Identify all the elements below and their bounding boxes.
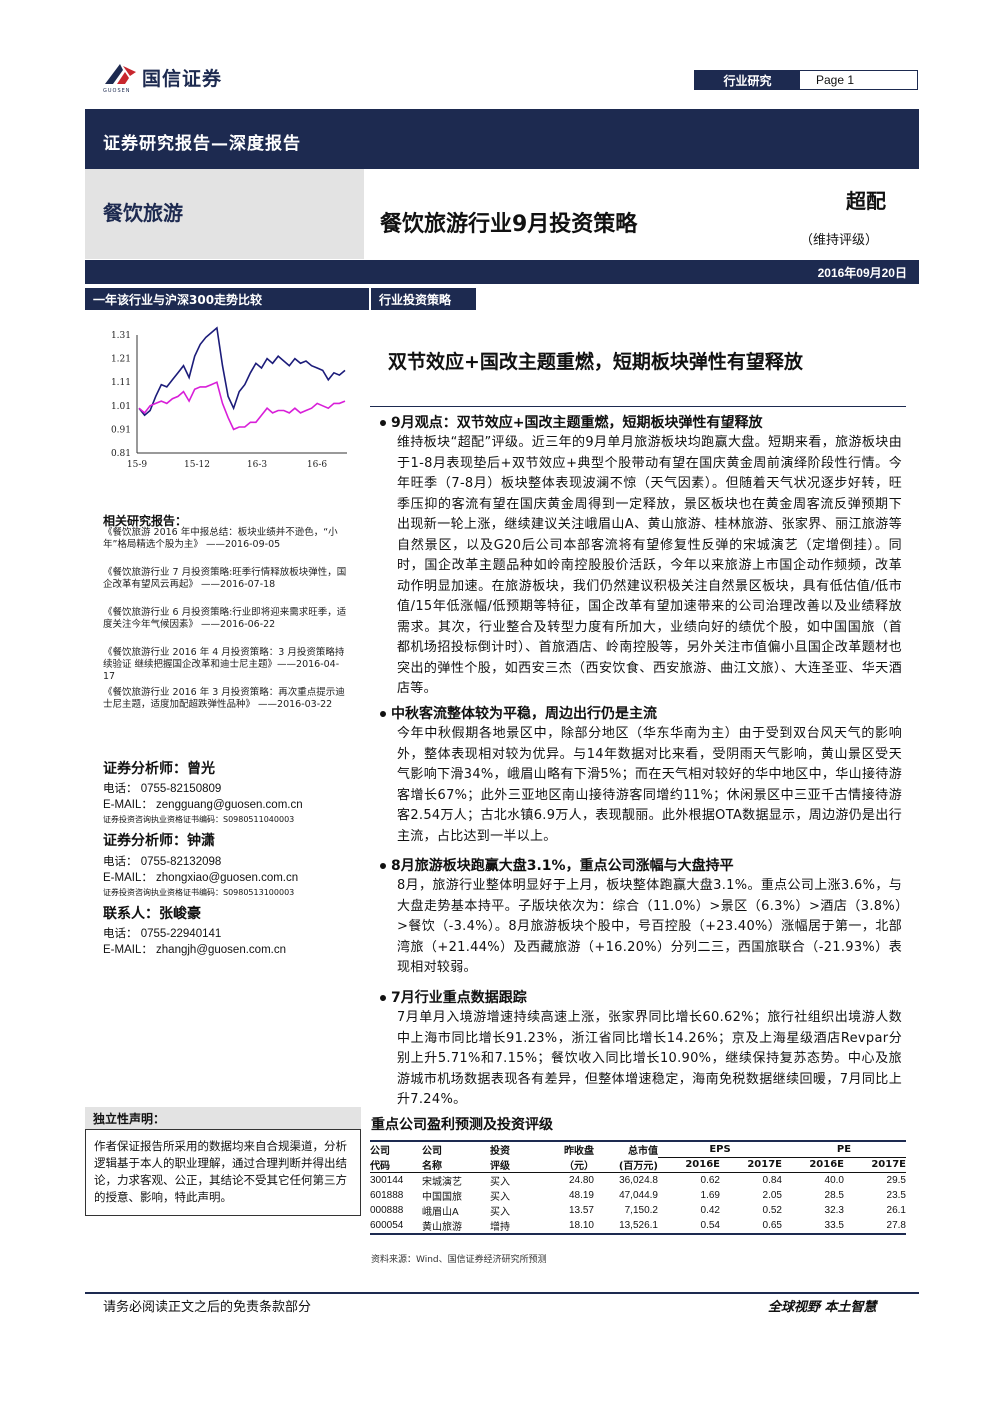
earnings-table: 公司 公司 投资 昨收盘 总市值 EPS PE 代码 名称 评级 （元） (百万… — [370, 1140, 906, 1235]
x-tick-label: 15-9 — [127, 460, 147, 470]
x-tick-label: 16-6 — [307, 460, 327, 470]
bullet-icon — [380, 420, 386, 426]
independence-heading: 独立性声明： — [85, 1107, 361, 1129]
analyst-email[interactable]: E-MAIL： zengguang@guosen.com.cn — [103, 799, 303, 811]
analyst-cert: 证券投资咨询执业资格证书编码：S0980511040003 — [103, 815, 295, 824]
y-tick-label: 1.31 — [111, 331, 131, 341]
industry-name: 餐饮旅游 — [103, 201, 183, 225]
page-number: Page 1 — [816, 73, 855, 87]
related-report[interactable]: 《餐饮旅游行业 2016 年 4 月投资策略：3 月投资策略持续验证 继续把握国… — [103, 647, 345, 682]
report-title: 餐饮旅游行业9月投资策略 — [380, 212, 638, 237]
strategy-label: 行业投资策略 — [371, 288, 476, 310]
divider — [370, 406, 906, 407]
section-heading: 中秋客流整体较为平稳，周边出行仍是主流 — [380, 703, 657, 723]
data-source: 资料来源：Wind、国信证券经济研究所预测 — [371, 1255, 547, 1265]
company-logo-text: 国信证券 — [142, 68, 223, 90]
bullet-icon — [380, 995, 386, 1001]
slogan: 全球视野 本土智慧 — [768, 1300, 877, 1315]
analyst-name: 证券分析师：曾光 — [103, 761, 215, 777]
related-reports-heading: 相关研究报告： — [103, 514, 188, 528]
y-tick-label: 1.21 — [111, 355, 131, 365]
section-heading: 8月旅游板块跑赢大盘3.1%，重点公司涨幅与大盘持平 — [380, 855, 734, 875]
report-subtitle: 双节效应+国改主题重燃，短期板块弹性有望释放 — [388, 351, 803, 373]
analyst-name: 证券分析师：钟潇 — [103, 833, 215, 849]
contact-phone: 电话： 0755-22940141 — [103, 928, 222, 940]
section-body: 维持板块“超配”评级。近三年的9月单月旅游板块均跑赢大盘。短期来看，旅游板块由于… — [397, 435, 902, 696]
y-tick-label: 0.81 — [111, 449, 131, 459]
rating-note: （维持评级） — [800, 233, 879, 248]
related-report[interactable]: 《餐饮旅游行业 6 月投资策略:行业即将迎来需求旺季，适度关注今年气候因素》 —… — [103, 607, 347, 630]
y-tick-label: 0.91 — [111, 425, 131, 435]
contact-email[interactable]: E-MAIL： zhangjh@guosen.com.cn — [103, 944, 286, 956]
series-line-2 — [138, 381, 346, 431]
table-title: 重点公司盈利预测及投资评级 — [371, 1117, 553, 1133]
title-band — [85, 169, 919, 259]
page-header-box: 行业研究 Page 1 — [694, 70, 918, 90]
company-logo-subtext: GUOSEN — [103, 88, 131, 94]
section-label: 行业研究 — [695, 71, 800, 89]
disclaimer-note: 请务必阅读正文之后的免责条款部分 — [103, 1300, 312, 1315]
analyst-cert: 证券投资咨询执业资格证书编码：S0980513100003 — [103, 888, 295, 897]
independence-statement: 作者保证报告所采用的数据均来自合规渠道，分析逻辑基于本人的职业理解，通过合理判断… — [85, 1129, 361, 1216]
y-tick-label: 1.01 — [111, 402, 131, 412]
related-report[interactable]: 《餐饮旅游 2016 年中报总结：板块业绩并不逊色，“小年”格局精选个股为主》 … — [103, 527, 338, 550]
x-tick-label: 16-3 — [247, 460, 267, 470]
analyst-phone: 电话： 0755-82150809 — [103, 783, 222, 795]
series-line-1 — [138, 326, 346, 417]
date-bar: 2016年09月20日 — [85, 260, 919, 284]
related-report[interactable]: 《餐饮旅游行业 7 月投资策略:旺季行情释放板块弹性，国企改革有望风云再起》 —… — [103, 567, 347, 590]
bullet-icon — [380, 863, 386, 869]
related-report[interactable]: 《餐饮旅游行业 2016 年 3 月投资策略：再次重点提示迪士尼主题，适度加配超… — [103, 687, 345, 710]
analyst-email[interactable]: E-MAIL： zhongxiao@guosen.com.cn — [103, 872, 299, 884]
section-heading: 7月行业重点数据跟踪 — [380, 987, 527, 1007]
x-tick-label: 15-12 — [184, 460, 210, 470]
analyst-phone: 电话： 0755-82132098 — [103, 856, 222, 868]
footer-line — [85, 1292, 919, 1294]
rating: 超配 — [846, 189, 886, 213]
report-type-bar: 证券研究报告—深度报告 — [85, 109, 919, 169]
report-date: 2016年09月20日 — [817, 266, 907, 280]
section-body: 8月，旅游行业整体明显好于上月，板块整体跑赢大盘3.1%。重点公司上涨3.6%，… — [397, 878, 902, 975]
y-tick-label: 1.11 — [111, 378, 131, 388]
report-type: 证券研究报告—深度报告 — [103, 134, 301, 154]
section-body: 今年中秋假期各地景区中，除部分地区（华东华南为主）由于受到双台风天气的影响外，整… — [397, 726, 902, 844]
section-body: 7月单月入境游增速持续高速上涨，张家界同比增长60.62%；旅行社组织出境游人数… — [397, 1010, 902, 1107]
bullet-icon — [380, 711, 386, 717]
chart-heading: 一年该行业与沪深300走势比较 — [85, 288, 369, 310]
guosen-logo-icon — [105, 64, 136, 84]
section-heading: 9月观点：双节效应+国改主题重燃，短期板块弹性有望释放 — [380, 412, 762, 432]
contact-name: 联系人：张峻豪 — [103, 906, 201, 922]
